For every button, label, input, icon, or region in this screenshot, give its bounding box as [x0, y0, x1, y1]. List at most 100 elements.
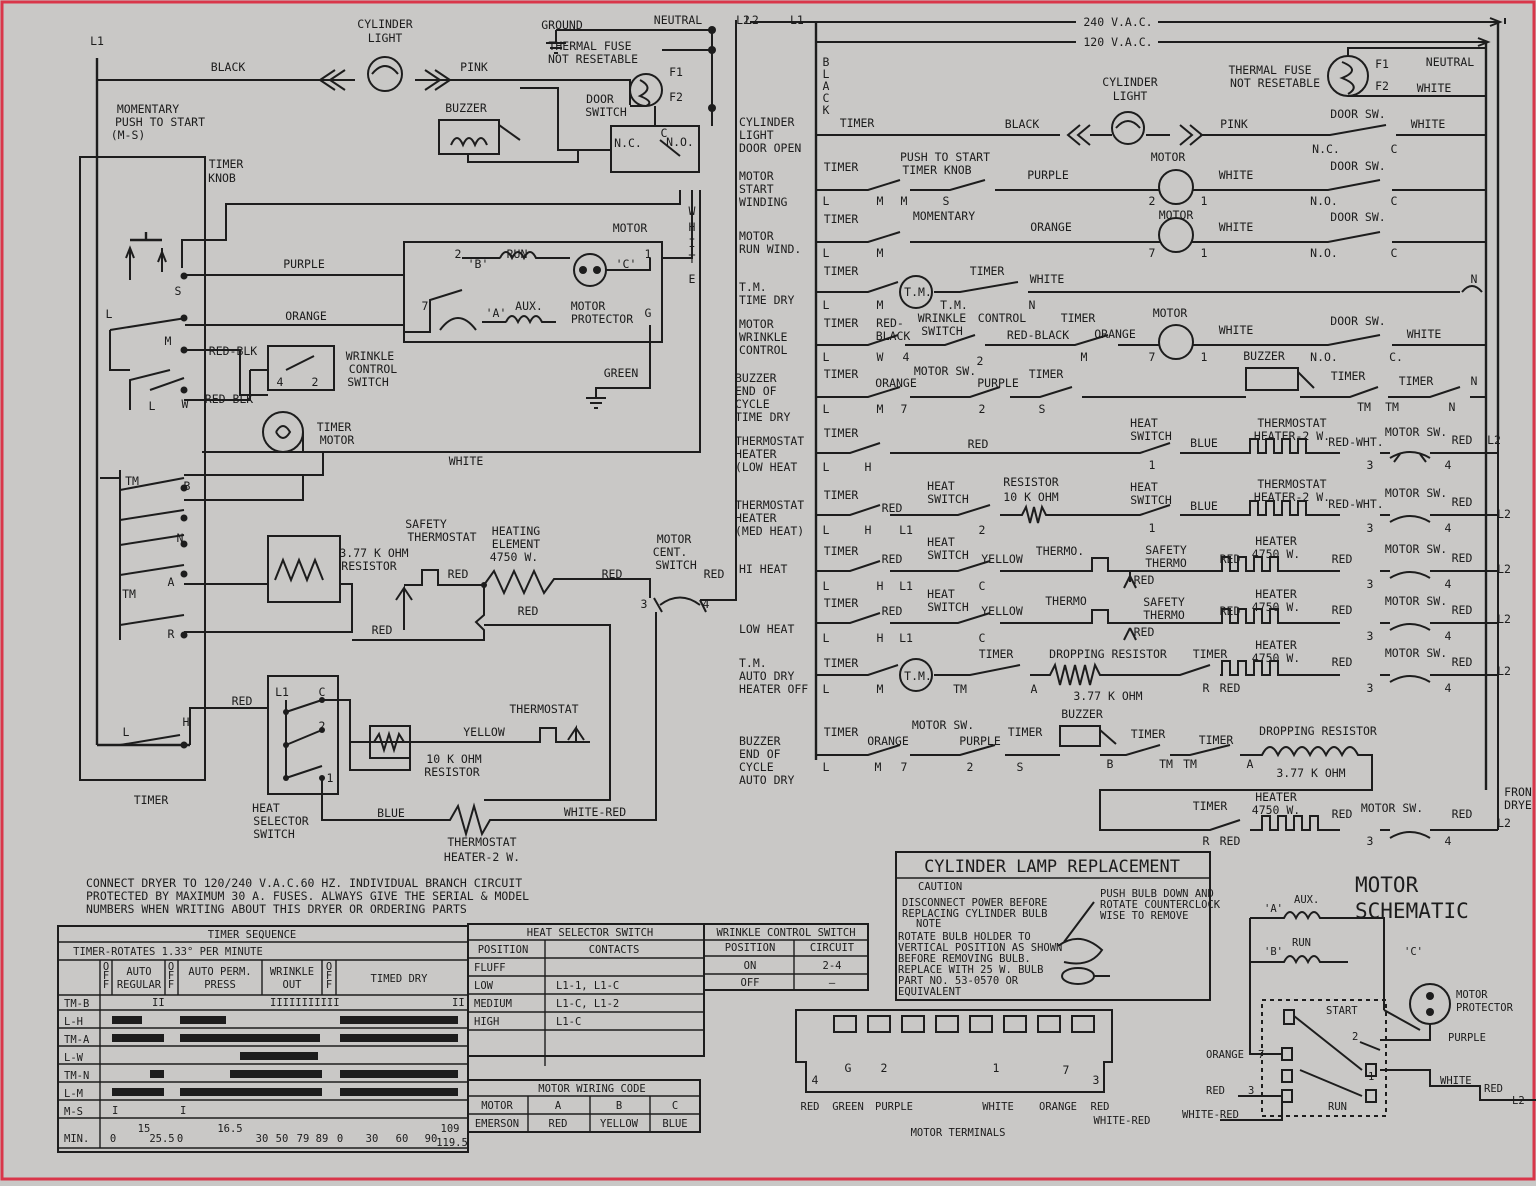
right-label: C — [1391, 194, 1398, 208]
left-label: HEATING — [492, 524, 541, 538]
circuit-row-label: BUZZER — [735, 371, 777, 385]
right-label: MOTOR SW. — [914, 364, 976, 378]
lamp-push-line: WISE TO REMOVE — [1100, 910, 1189, 922]
right-label: 3 — [1367, 681, 1374, 695]
right-label: R — [1203, 834, 1210, 848]
lamp-caution-line: REPLACING CYLINDER BULB — [902, 908, 1047, 920]
right-label: 1 — [1201, 194, 1208, 208]
timer-col-header: AUTO PERM. — [188, 966, 251, 978]
right-label: RED — [882, 552, 903, 566]
left-label: SWITCH — [655, 558, 697, 572]
right-label: DROPPING RESISTOR — [1259, 724, 1377, 738]
left-label: RED — [704, 567, 725, 581]
left-label: THERMOSTAT — [447, 835, 516, 849]
timer-row-label: TM-A — [64, 1034, 90, 1046]
left-label: MOTOR — [571, 299, 606, 313]
circuit-row-label: LOW HEAT — [739, 622, 794, 636]
right-label: PURPLE — [1027, 168, 1069, 182]
timer-minute-mark: 30 — [256, 1133, 269, 1145]
right-label: 4 — [903, 350, 910, 364]
right-label: RED- — [876, 316, 904, 330]
right-label: 10 K OHM — [1003, 490, 1058, 504]
timer-col-off-letter: O — [168, 961, 174, 973]
left-label: RED-BLK — [209, 344, 258, 358]
right-label: 4 — [1445, 629, 1452, 643]
left-label: RESISTOR — [424, 765, 479, 779]
right-label: 4 — [1445, 577, 1452, 591]
right-label: M — [877, 682, 884, 696]
right-label: ORANGE — [867, 734, 909, 748]
left-label: B — [184, 479, 191, 493]
circuit-row-label: THERMOSTAT — [735, 434, 804, 448]
timer-col-off-letter: O — [103, 961, 109, 973]
left-label: MOMENTARY — [117, 102, 179, 116]
aux-a-label: 'A' — [1264, 903, 1283, 915]
right-label: SWITCH — [1130, 493, 1172, 507]
right-label: 2 — [979, 402, 986, 416]
right-label: S — [1017, 760, 1024, 774]
right-label: BLUE — [1190, 436, 1218, 450]
heat-selector-position: MEDIUM — [474, 998, 512, 1010]
left-label: SWITCH — [347, 375, 389, 389]
right-label: DOOR SW. — [1330, 159, 1385, 173]
right-label: TIMER — [1061, 311, 1096, 325]
right-label: C — [979, 631, 986, 645]
cylinder-lamp-replacement-box: CYLINDER LAMP REPLACEMENT CAUTION DISCON… — [895, 851, 1221, 1001]
left-label: YELLOW — [463, 725, 505, 739]
right-label: 7 — [1149, 350, 1156, 364]
right-label: DOOR SW. — [1330, 210, 1385, 224]
timer-minute-mark: 16.5 — [217, 1123, 242, 1135]
right-label: L — [823, 760, 830, 774]
timer-minute-mark: 0 — [337, 1133, 343, 1145]
right-label: DRYE — [1504, 798, 1532, 812]
right-label: ORANGE — [875, 376, 917, 390]
motor-schematic: MOTOR SCHEMATIC 'A' AUX. 'B' RUN 'C' MOT… — [1182, 873, 1536, 1121]
right-label: SWITCH — [921, 324, 963, 338]
lamp-note-line: ROTATE BULB HOLDER TO — [898, 931, 1031, 943]
left-label: N.C. — [614, 136, 642, 150]
start-label: START — [1326, 1005, 1358, 1017]
lamp-note-line: BEFORE REMOVING BULB. — [898, 953, 1031, 965]
right-label: TIMER — [979, 647, 1014, 661]
right-label: L — [823, 523, 830, 537]
right-label: C — [1391, 246, 1398, 260]
right-label: TIMER — [1399, 374, 1434, 388]
left-label: BLACK — [211, 60, 246, 74]
left-label: GREEN — [604, 366, 639, 380]
right-label: 4 — [1445, 681, 1452, 695]
right-label: L — [823, 631, 830, 645]
timer-col-header: WRINKLE — [270, 966, 314, 978]
right-label: TIMER — [1199, 733, 1234, 747]
left-label: SWITCH — [585, 105, 627, 119]
circuit-row-label: END OF — [735, 384, 777, 398]
left-label: GROUND — [541, 18, 583, 32]
right-label: HEAT — [927, 535, 955, 549]
left-label: DOOR — [586, 92, 614, 106]
right-label: TIMER — [1008, 725, 1043, 739]
timer-rotates-text: TIMER-ROTATES 1.33° PER MINUTE — [73, 946, 263, 958]
right-label: S — [1039, 402, 1046, 416]
right-label: M — [877, 246, 884, 260]
right-label: TIMER — [824, 544, 859, 558]
right-label: RED — [1452, 655, 1473, 669]
left-label: 1 — [645, 247, 652, 261]
right-label: TIMER — [824, 160, 859, 174]
right-label: MOTOR SW. — [1385, 425, 1447, 439]
right-label: M — [901, 194, 908, 208]
timer-col-header: PRESS — [204, 979, 236, 991]
left-label: 1 — [327, 771, 334, 785]
right-label: CONTROL — [978, 311, 1027, 325]
motor-wiring-title: MOTOR WIRING CODE — [538, 1083, 645, 1095]
240-vac-label: 240 V.A.C. — [1083, 15, 1152, 29]
timer-minute-mark: 90 — [425, 1133, 438, 1145]
circuit-row-label: CYCLE — [739, 760, 774, 774]
right-label: SWITCH — [927, 600, 969, 614]
c-label: 'C' — [1404, 946, 1423, 958]
right-label: THERMAL FUSE — [1228, 63, 1311, 77]
right-label: H — [865, 523, 872, 537]
left-label: E — [689, 272, 696, 286]
left-label: MOTOR — [613, 221, 648, 235]
timer-bars: II IIIIIIIIIII II I I — [112, 997, 465, 1117]
